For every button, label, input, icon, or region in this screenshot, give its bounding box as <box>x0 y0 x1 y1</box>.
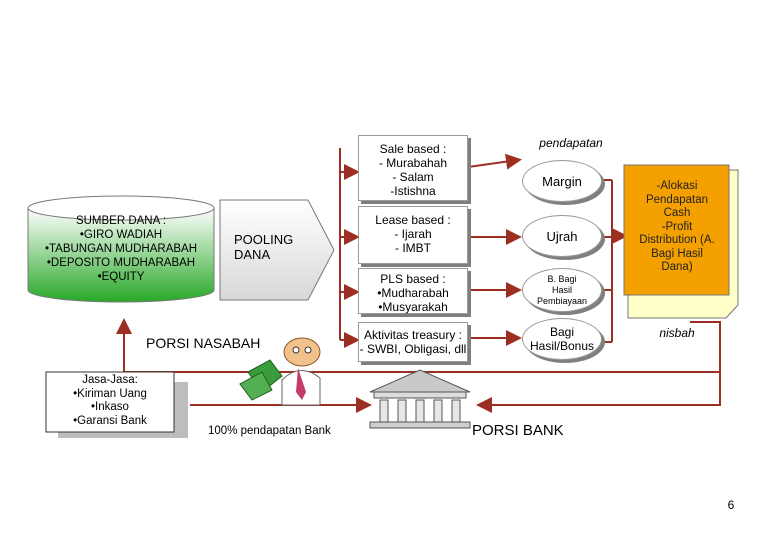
financing-label: Lease based : - Ijarah - IMBT <box>375 213 451 255</box>
income-label: B. Bagi Hasil Pembiayaan <box>536 273 588 306</box>
allocation-bracket <box>603 179 628 343</box>
income-oval-margin: Margin <box>522 160 602 202</box>
financing-box-treasury: Aktivitas treasury : - SWBI, Obligasi, d… <box>358 322 468 362</box>
financing-label: Aktivitas treasury : - SWBI, Obligasi, d… <box>359 328 467 356</box>
income-oval-bagi-hasil: B. Bagi Hasil Pembiayaan <box>522 268 602 312</box>
bank-income-label: 100% pendapatan Bank <box>208 425 331 437</box>
funding-source-title: SUMBER DANA : <box>75 215 167 227</box>
porsi-nasabah-label: PORSI NASABAH <box>146 335 261 351</box>
financing-label: PLS based : •Mudharabah •Musyarakah <box>377 272 449 314</box>
income-arrows <box>467 153 522 346</box>
income-oval-ujrah: Ujrah <box>522 215 602 257</box>
financing-label: Sale based : - Murabahah - Salam -Istish… <box>378 142 448 198</box>
funding-source-item: •GIRO WADIAH <box>79 229 163 241</box>
funding-source-cylinder <box>27 195 215 303</box>
nisbah-flows <box>116 318 721 413</box>
pooling-bracket <box>339 148 360 348</box>
funding-source-item: •EQUITY <box>97 271 145 283</box>
pooling-shape <box>219 199 335 301</box>
services-text: Jasa-Jasa: •Kiriman Uang •Inkaso •Garans… <box>73 374 147 427</box>
customer-money-icon <box>239 337 321 406</box>
income-oval-bonus: Bagi Hasil/Bonus <box>522 318 602 360</box>
services-box-shape <box>45 371 188 438</box>
porsi-bank-label: PORSI BANK <box>472 422 564 439</box>
funding-source-list: •GIRO WADIAH •TABUNGAN MUDHARABAH •DEPOS… <box>34 228 208 284</box>
allocation-note <box>623 164 739 319</box>
funding-source-item: •TABUNGAN MUDHARABAH <box>44 243 198 255</box>
income-label: Margin <box>542 173 582 189</box>
income-header: pendapatan <box>539 136 603 150</box>
financing-box-pls: PLS based : •Mudharabah •Musyarakah <box>358 268 468 314</box>
financing-box-lease: Lease based : - Ijarah - IMBT <box>358 206 468 264</box>
pooling-label: POOLING DANA <box>234 232 294 262</box>
financing-box-sale: Sale based : - Murabahah - Salam -Istish… <box>358 135 468 201</box>
allocation-text: -Alokasi Pendapatan Cash -Profit Distrib… <box>639 180 715 273</box>
income-label: Ujrah <box>546 228 578 244</box>
page-number: 6 <box>727 498 735 512</box>
income-label: Bagi Hasil/Bonus <box>529 325 595 353</box>
funding-source-item: •DEPOSITO MUDHARABAH <box>46 257 196 269</box>
bank-building-icon <box>369 369 471 429</box>
nisbah-label: nisbah <box>659 326 695 340</box>
